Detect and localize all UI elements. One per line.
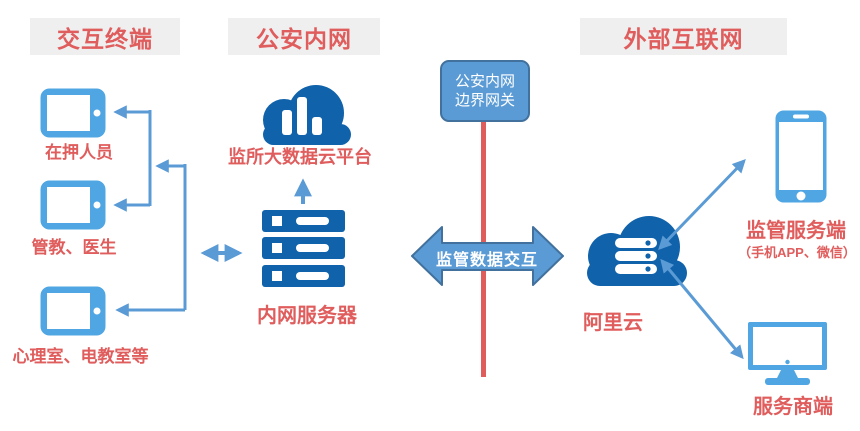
gateway-label-line2: 边界网关 [454,92,515,109]
cloud-monitor-double-arrow [660,258,744,360]
header-interactive-terminals: 交互终端 [30,18,180,55]
cloud-phone-double-arrow [658,159,746,250]
header-external-internet: 外部互联网 [580,18,787,55]
label-service-provider: 服务商端 [753,396,833,418]
tablet-icon-rooms [40,286,106,336]
exchange-arrow-label: 监管数据交互 [435,252,538,269]
label-rooms: 心理室、电教室等 [12,347,149,366]
label-supervision-client-sub: （手机APP、微信） [738,245,856,260]
gateway-label-line1: 公安内网 [454,73,515,90]
exchange-double-arrow-shape [411,226,564,286]
label-aliyun: 阿里云 [583,312,643,334]
label-guards-doctors: 管教、医生 [31,238,117,257]
label-intranet-server: 内网服务器 [257,305,357,327]
label-big-data-cloud: 监所大数据云平台 [228,147,372,167]
tablet-icon-detainees [40,88,106,138]
label-supervision-client: 监管服务端 [746,220,846,242]
boundary-gateway-box: 公安内网 边界网关 [440,60,530,122]
big-data-cloud-icon [254,82,360,146]
desktop-monitor-icon [748,322,827,385]
tablet-icon-guards-doctors [40,180,106,230]
label-detainees: 在押人员 [45,143,113,162]
intranet-server-icon [262,210,345,288]
smartphone-icon [775,110,827,203]
header-police-intranet: 公安内网 [228,18,380,55]
